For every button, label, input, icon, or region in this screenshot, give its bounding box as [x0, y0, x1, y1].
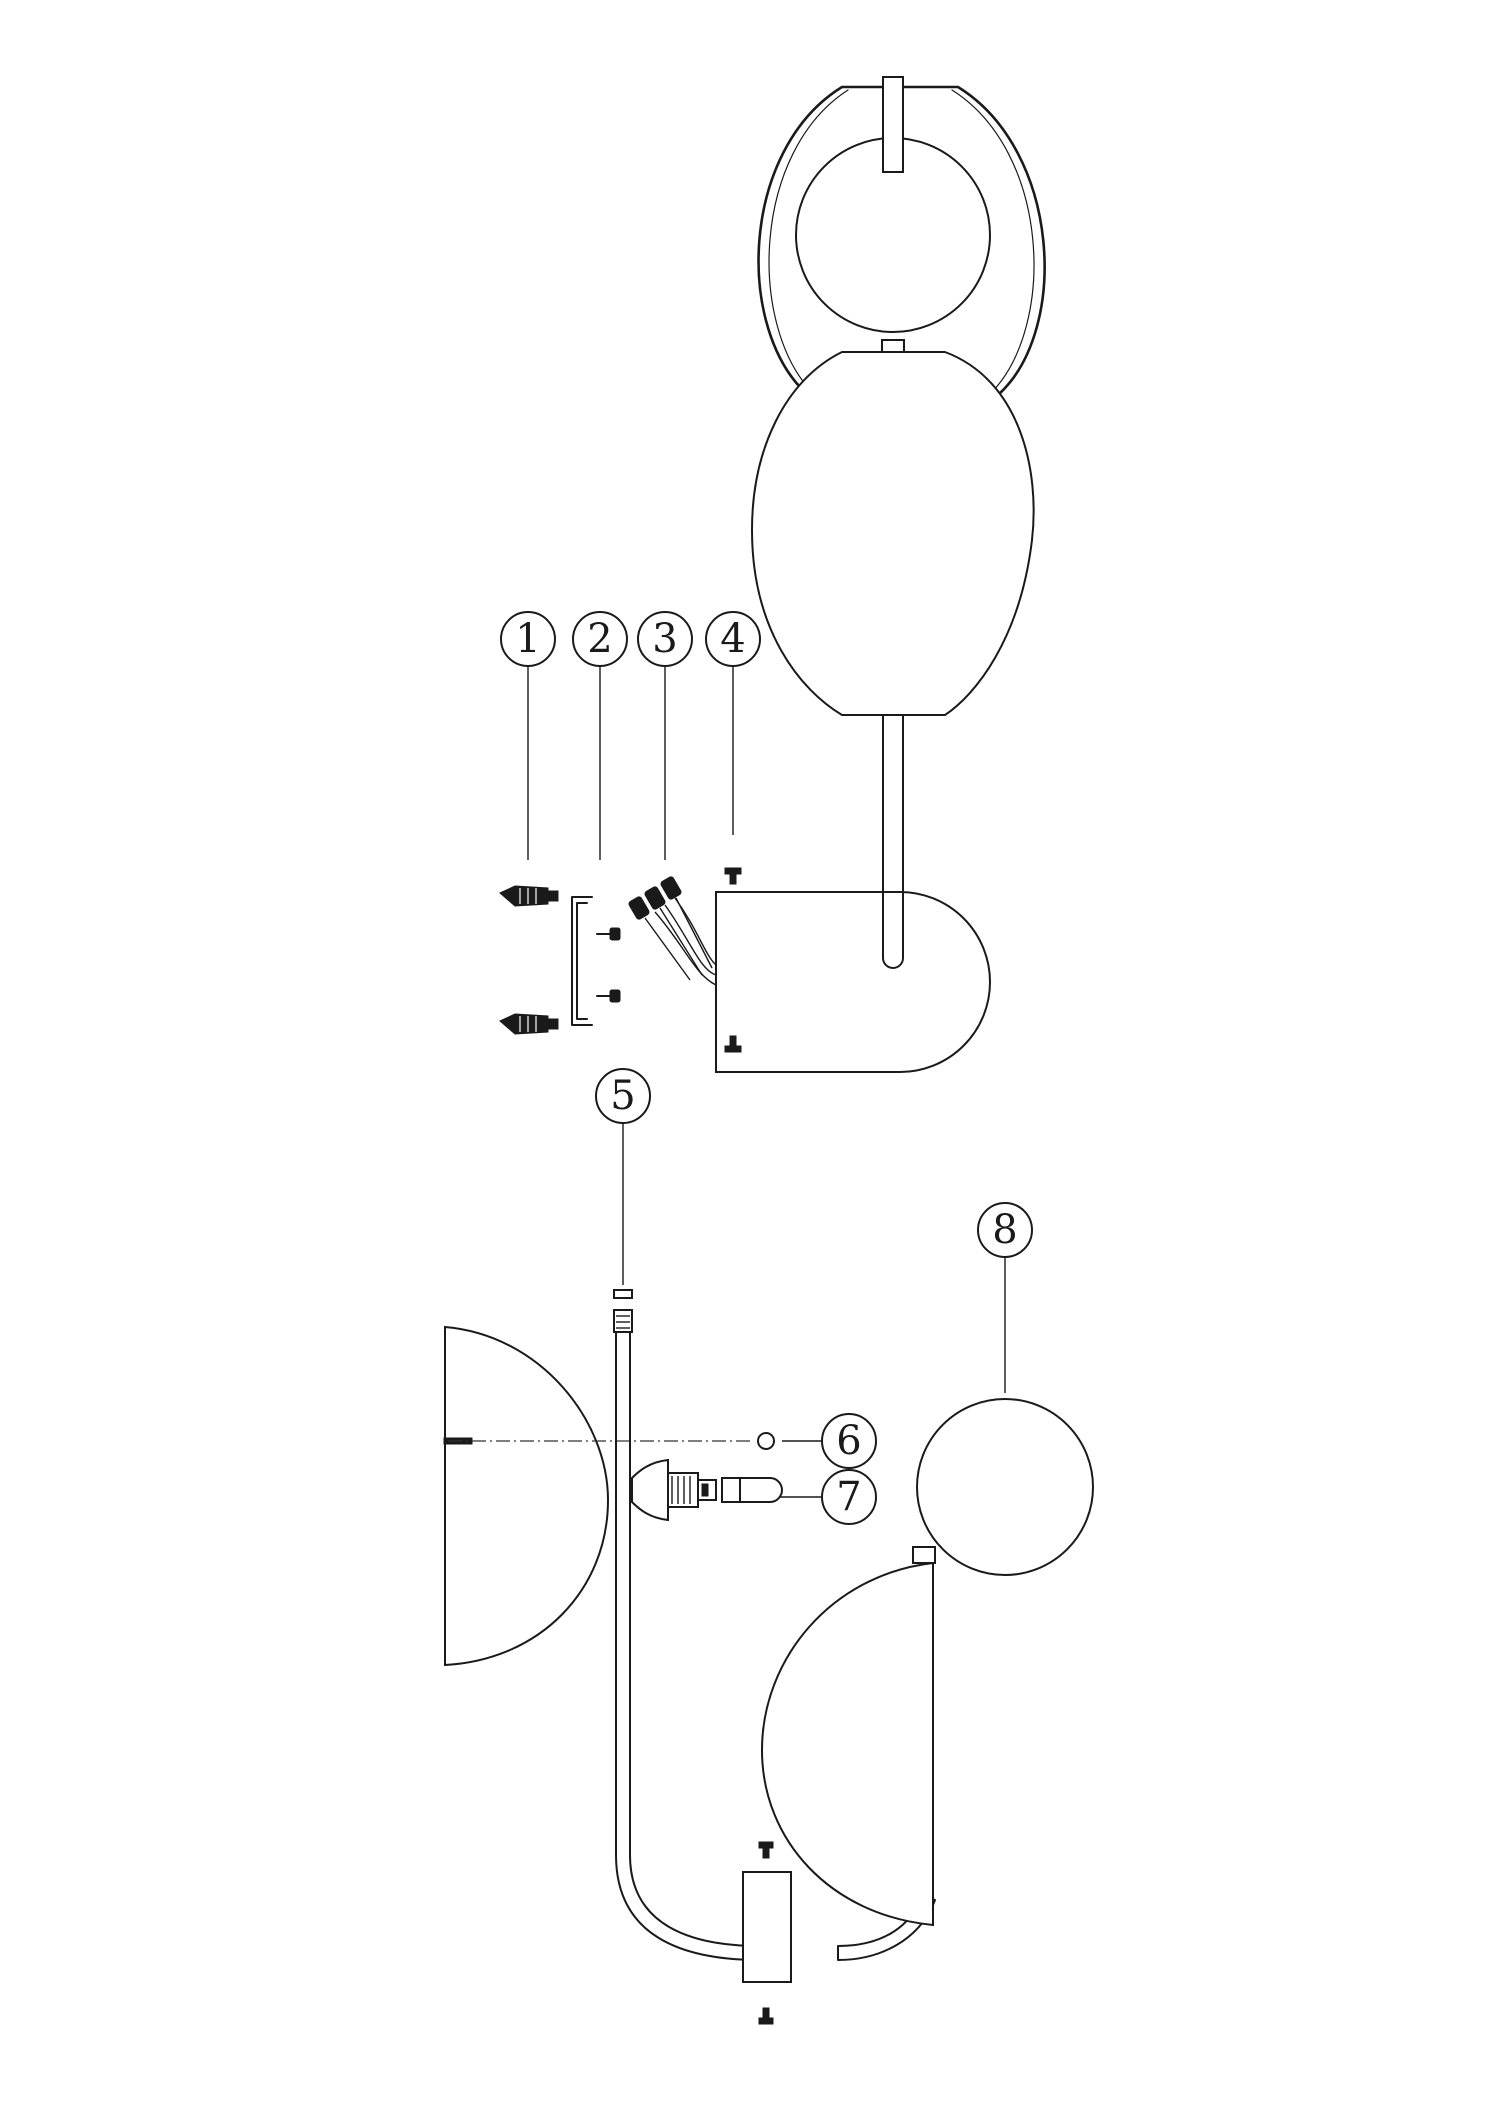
washer [757, 1432, 775, 1450]
bracket-screw-bottom [596, 989, 621, 1003]
outer-shell [757, 85, 1046, 397]
assembled-lamp [654, 76, 1046, 1073]
leader-lines-top [527, 667, 734, 860]
callout-1: 1 [500, 611, 556, 667]
callout-4-label: 4 [720, 616, 745, 662]
callout-6: 6 [821, 1413, 877, 1469]
callout-2-label: 2 [587, 616, 612, 662]
callout-5-label: 5 [610, 1073, 635, 1119]
terminal-block [628, 876, 713, 981]
base-screw-top [724, 867, 742, 885]
glass-globe [916, 1398, 1094, 1576]
callout-5: 5 [595, 1068, 651, 1124]
wall-anchor-bottom [499, 1013, 559, 1035]
callout-1-label: 1 [515, 616, 540, 662]
wall-base [715, 891, 991, 1073]
lower-shade [750, 351, 1035, 716]
plate-screw-bottom [758, 2007, 774, 2025]
left-half-shade [444, 1325, 610, 1667]
callout-8-label: 8 [992, 1207, 1017, 1253]
base-screw-bottom [724, 1035, 742, 1053]
callout-7: 7 [821, 1469, 877, 1525]
mounting-bracket [571, 896, 593, 1026]
g9-bulb [721, 1477, 784, 1503]
callout-8: 8 [977, 1202, 1033, 1258]
callout-3-label: 3 [652, 616, 677, 662]
lamp-socket [631, 1458, 717, 1522]
rod-cap [613, 1289, 633, 1299]
top-rod [882, 76, 904, 173]
bracket-screw-top [596, 927, 621, 941]
wall-plate [742, 1871, 792, 1983]
right-half-shade [760, 1561, 934, 1927]
callout-7-label: 7 [836, 1474, 861, 1520]
j-rod [615, 1330, 761, 1961]
callout-4: 4 [705, 611, 761, 667]
plate-screw-top [758, 1841, 774, 1859]
callout-3: 3 [637, 611, 693, 667]
wall-anchor-top [499, 885, 559, 907]
wires [654, 897, 717, 986]
callout-6-label: 6 [836, 1418, 861, 1464]
callout-2: 2 [572, 611, 628, 667]
